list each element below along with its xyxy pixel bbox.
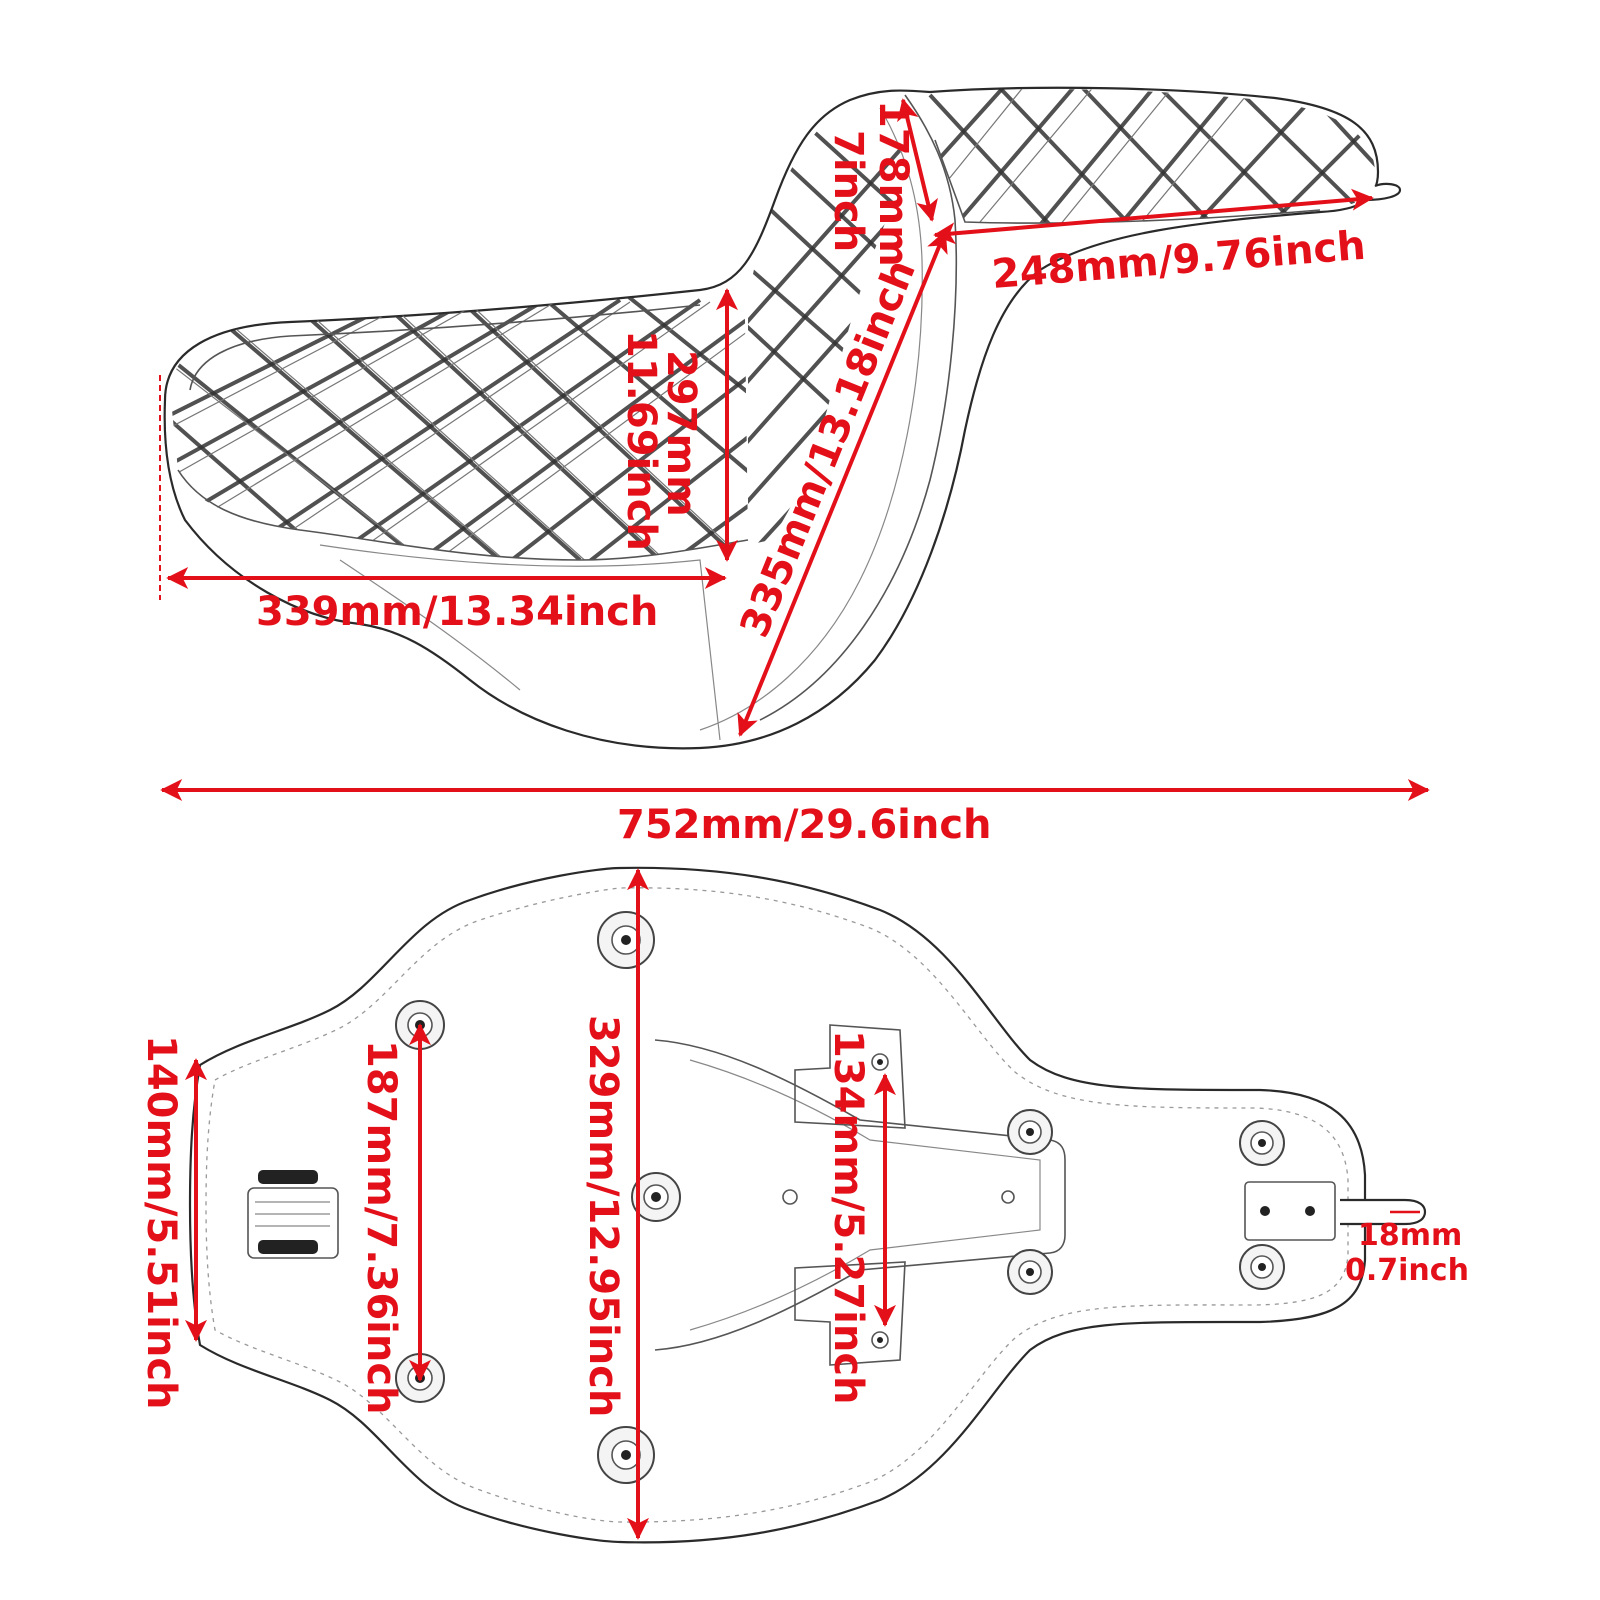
mount-boss [597, 1426, 655, 1484]
tab-width-mm-label: 18mm [1358, 1218, 1462, 1253]
max-width-label: 329mm/12.95inch [580, 1015, 626, 1417]
side-view [159, 86, 1402, 750]
seat-pan-outline [188, 866, 1367, 1544]
front-height-mm-label: 297mm [658, 350, 704, 517]
rear-height-in-label: 7inch [825, 130, 871, 252]
center-plate [654, 1039, 1066, 1351]
front-length-label: 339mm/13.34inch [256, 589, 658, 635]
mount-boss [1007, 1109, 1053, 1155]
lower-bracket [794, 1261, 906, 1366]
mount-boss [1001, 1190, 1015, 1204]
upper-bracket [794, 1024, 906, 1129]
mount-boss [1239, 1244, 1285, 1290]
mount-boss [871, 1331, 889, 1349]
front-grip-bar [247, 1170, 339, 1259]
front-width-label: 140mm/5.51inch [138, 1035, 184, 1410]
rear-height-arrow [897, 98, 938, 222]
mount-boss [871, 1053, 889, 1071]
bottom-view-dimensions: 140mm/5.51inch 187mm/7.36inch 329mm/12.9… [138, 868, 1469, 1540]
mount-boss [1239, 1120, 1285, 1166]
tab-width-in-label: 0.7inch [1345, 1253, 1469, 1288]
rear-height-mm-label: 178mm [870, 100, 916, 267]
mount-boss [782, 1189, 798, 1205]
mount-boss [1007, 1249, 1053, 1295]
bracket-spacing-label: 134mm/5.27inch [825, 1030, 871, 1405]
rear-tab-slot [1340, 1198, 1427, 1226]
rear-width-arrow [933, 188, 1374, 245]
overall-length-label: 752mm/29.6inch [617, 802, 992, 848]
mount-boss [597, 911, 655, 969]
rear-quilt-pattern [918, 88, 1376, 224]
front-quilt-pattern [170, 288, 748, 560]
mount-spacing-label: 187mm/7.36inch [358, 1040, 404, 1415]
front-height-in-label: 11.69inch [618, 330, 664, 551]
overall-length-dimension: 752mm/29.6inch [160, 779, 1430, 848]
riser-diagonal-arrow [737, 230, 948, 737]
rear-tab-plate [1244, 1181, 1336, 1241]
